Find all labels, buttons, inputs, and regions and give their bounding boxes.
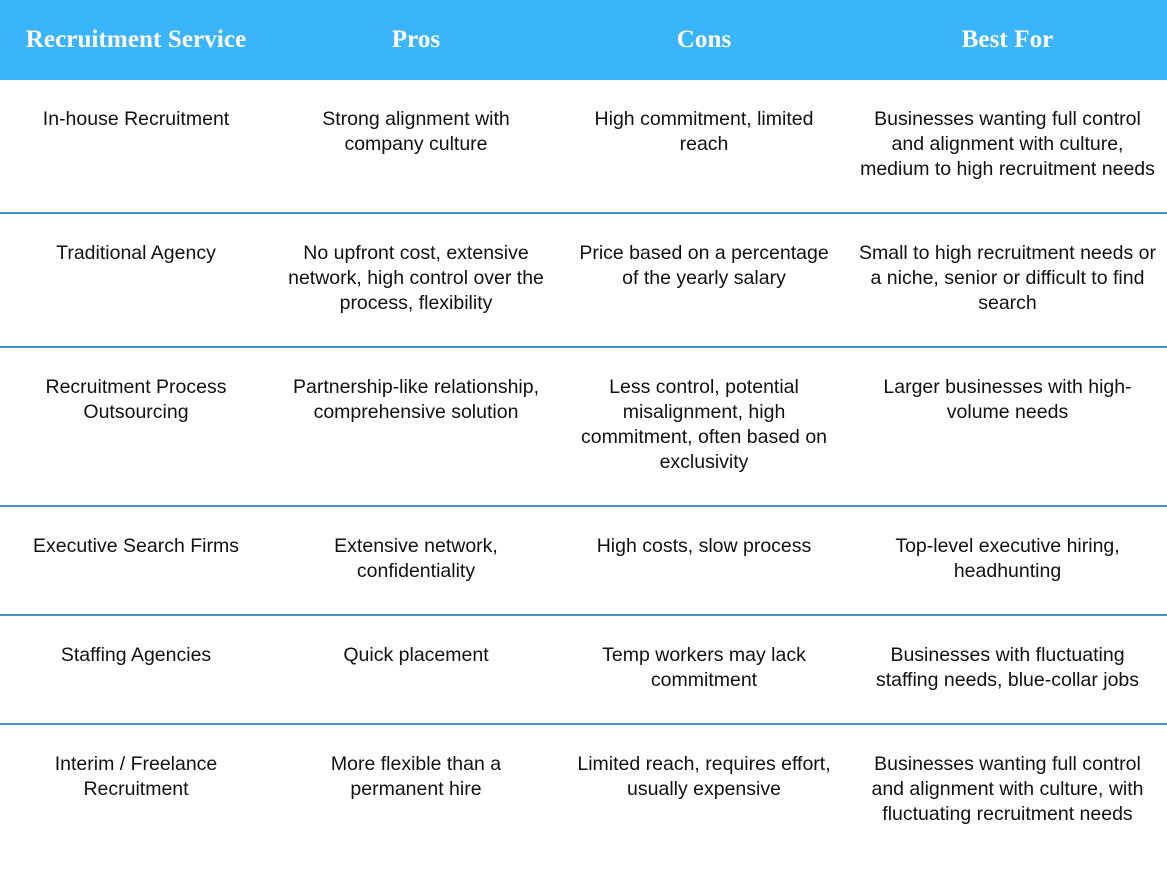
cell-service: Interim / Freelance Recruitment [54,753,218,800]
cell-best-for: Businesses wanting full control and alig… [860,108,1155,180]
cell-pros: More flexible than a permanent hire [330,753,502,800]
column-header-recruitment-service: Recruitment Service [0,0,272,80]
table-row: Traditional Agency No upfront cost, exte… [0,213,1167,347]
column-header-cons: Cons [560,0,848,80]
column-header-best-for: Best For [848,0,1167,80]
cell-service: Staffing Agencies [60,644,212,666]
table-row: Recruitment Process Outsourcing Partners… [0,347,1167,506]
cell-best-for: Small to high recruitment needs or a nic… [859,242,1156,314]
cell-pros: Strong alignment with company culture [322,108,510,155]
table-row: Interim / Freelance Recruitment More fle… [0,724,1167,857]
cell-best-for: Larger businesses with high-volume needs [883,376,1132,423]
table-header: Recruitment Service Pros Cons Best For [0,0,1167,80]
cell-pros: Quick placement [343,644,489,666]
table-row: Staffing Agencies Quick placement Temp w… [0,615,1167,724]
cell-cons: High costs, slow process [596,535,812,557]
cell-pros: No upfront cost, extensive network, high… [288,242,544,314]
cell-cons: Price based on a percentage of the yearl… [579,242,829,289]
table-body: In-house Recruitment Strong alignment wi… [0,80,1167,857]
table-header-row: Recruitment Service Pros Cons Best For [0,0,1167,80]
column-header-pros: Pros [272,0,560,80]
cell-best-for: Top-level executive hiring, headhunting [895,535,1120,582]
table-row: In-house Recruitment Strong alignment wi… [0,80,1167,213]
cell-service: In-house Recruitment [42,108,230,130]
cell-pros: Extensive network, confidentiality [334,535,498,582]
cell-cons: High commitment, limited reach [594,108,814,155]
cell-service: Recruitment Process Outsourcing [45,376,227,423]
cell-cons: Limited reach, requires effort, usually … [577,753,831,800]
cell-service: Traditional Agency [56,242,216,264]
table-row: Executive Search Firms Extensive network… [0,506,1167,615]
cell-best-for: Businesses with fluctuating staffing nee… [875,644,1140,691]
cell-cons: Less control, potential misalignment, hi… [580,376,828,473]
cell-pros: Partnership-like relationship, comprehen… [292,376,540,423]
recruitment-service-comparison-table: Recruitment Service Pros Cons Best For I… [0,0,1167,857]
cell-best-for: Businesses wanting full control and alig… [871,753,1144,825]
cell-cons: Temp workers may lack commitment [602,644,806,691]
cell-service: Executive Search Firms [33,535,239,557]
